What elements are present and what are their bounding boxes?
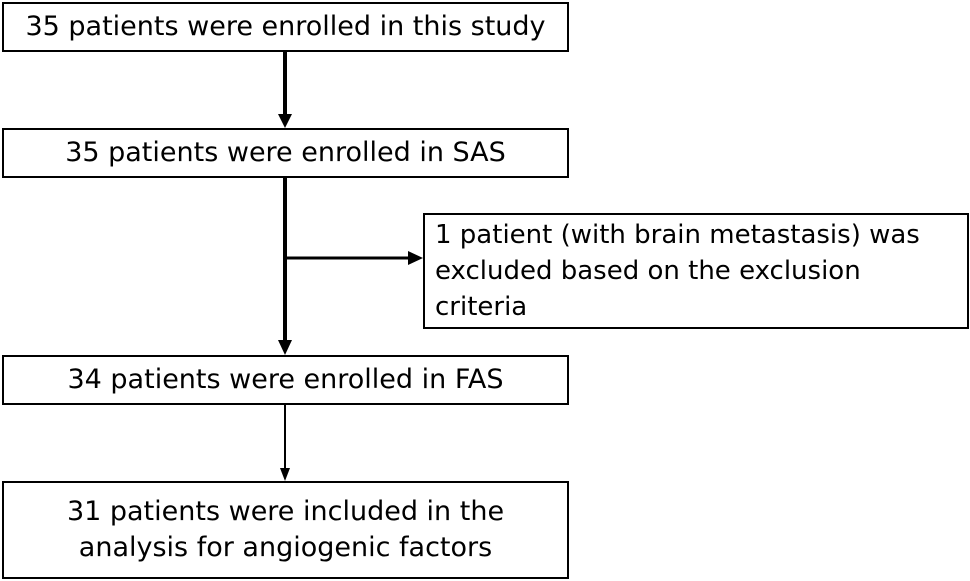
box-enrolled-study: 35 patients were enrolled in this study — [2, 2, 569, 52]
arrowhead-sas-to-fas — [278, 340, 292, 355]
box-included-analysis-text: 31 patients were included in the analysi… — [66, 496, 505, 563]
box-included-analysis: 31 patients were included in the analysi… — [2, 481, 569, 579]
box-enrolled-sas-text: 35 patients were enrolled in SAS — [65, 137, 506, 168]
arrowhead-to-excluded — [408, 251, 423, 265]
box-enrolled-fas: 34 patients were enrolled in FAS — [2, 355, 569, 405]
box-enrolled-sas: 35 patients were enrolled in SAS — [2, 128, 569, 178]
arrowhead-study-to-sas — [278, 114, 292, 128]
box-enrolled-fas-text: 34 patients were enrolled in FAS — [67, 364, 504, 395]
box-excluded-text: 1 patient (with brain metastasis) was ex… — [435, 220, 920, 322]
box-excluded: 1 patient (with brain metastasis) was ex… — [423, 213, 969, 329]
box-enrolled-study-text: 35 patients were enrolled in this study — [25, 11, 546, 42]
arrowhead-fas-to-analysis — [280, 468, 290, 481]
